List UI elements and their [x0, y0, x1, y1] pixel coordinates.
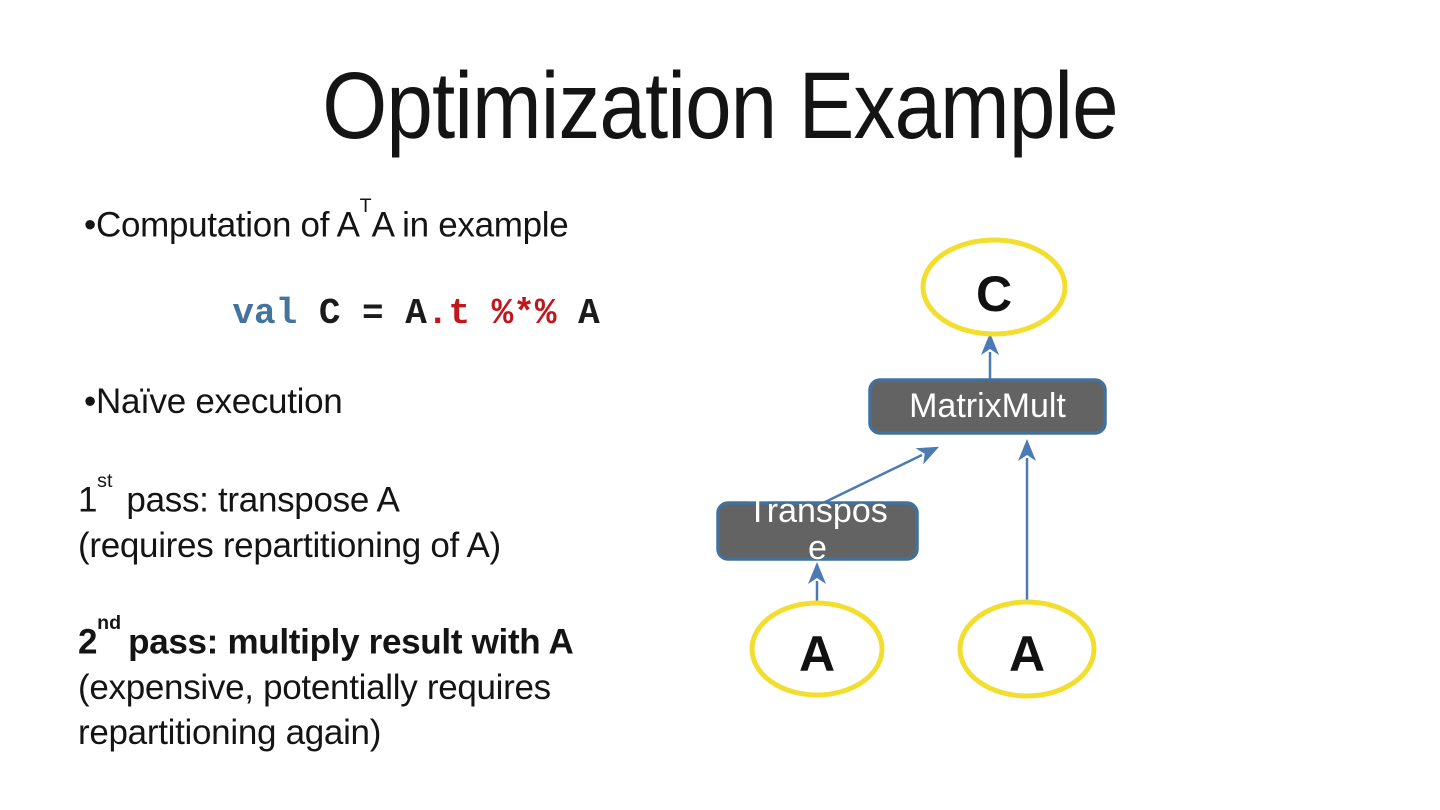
pass-1-number: 1	[78, 480, 98, 520]
node-matrixmult-box	[868, 378, 1107, 435]
ordinal-suffix-st: st	[97, 469, 113, 492]
bullet1-text-pre: Computation of A	[95, 205, 360, 245]
bullet-glyph: •	[84, 382, 96, 421]
code-operand-a: A	[556, 293, 600, 334]
node-transpose-label: Transpos e	[718, 492, 917, 568]
bullet-glyph: •	[84, 205, 96, 245]
slide-title: Optimization Example	[322, 53, 1118, 159]
bullet2-text: Naïve execution	[95, 382, 343, 421]
node-transpose-box	[716, 501, 919, 561]
code-operator-red: .t %*%	[426, 293, 557, 334]
node-a-left-label: A	[798, 626, 836, 682]
pass-2-number: 2	[78, 622, 98, 662]
code-keyword-val: val	[232, 293, 319, 334]
pass-2-text: pass: multiply result with A	[128, 622, 574, 662]
ordinal-suffix-nd: nd	[97, 611, 122, 634]
code-assignment: C = A	[318, 293, 427, 334]
node-a-left-ellipse	[749, 600, 885, 698]
bullet-item-naive-execution: •Naïve execution	[84, 379, 343, 424]
pass-1-description: 1st pass: transpose A (requires repartiti…	[78, 470, 501, 568]
node-transpose-label-line-2: e	[808, 529, 827, 567]
pass-1-text: pass: transpose A	[126, 480, 400, 520]
node-c-label: C	[975, 266, 1013, 322]
pass-1-line-1: 1st pass: transpose A	[78, 470, 501, 523]
node-a-right-ellipse	[957, 599, 1097, 699]
pass-2-line-1: 2nd pass: multiply result with A	[78, 612, 574, 665]
bullet-item-computation: •Computation of ATA in example	[84, 195, 569, 248]
superscript-transpose-t: T	[359, 194, 372, 217]
node-a-right-label: A	[1008, 626, 1046, 682]
pass-2-line-3: repartitioning again)	[78, 712, 382, 752]
node-transpose-label-line-1: Transpos	[747, 492, 888, 530]
dataflow-diagram	[716, 237, 1107, 699]
arrow-transpose-to-matrixmult	[820, 446, 940, 506]
pass-2-line-2: (expensive, potentially requires	[78, 667, 551, 707]
node-matrixmult-label: MatrixMult	[909, 387, 1066, 425]
bullet1-text-post: A in example	[371, 205, 569, 245]
pass-2-description: 2nd pass: multiply result with A (expensi…	[78, 612, 574, 755]
node-c-ellipse	[920, 237, 1068, 337]
code-line: val C = A.t %*% A	[146, 248, 600, 380]
pass-1-line-2: (requires repartitioning of A)	[78, 525, 501, 565]
